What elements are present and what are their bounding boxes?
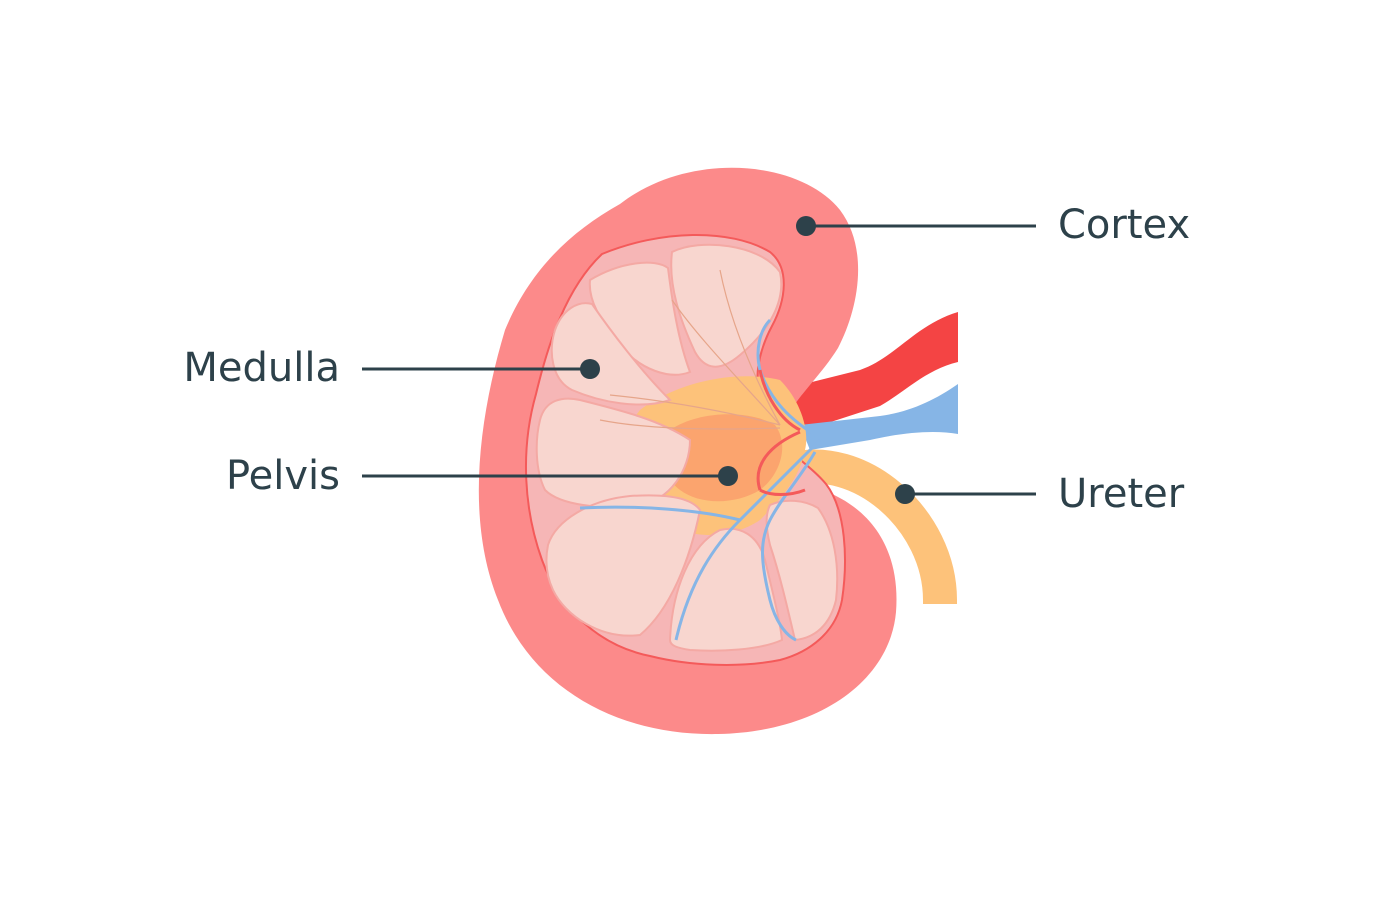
medulla-lobe-4 [535, 397, 692, 508]
pelvis-dot [718, 466, 738, 486]
medulla-lobe-6 [668, 527, 784, 652]
pelvis-core [661, 414, 783, 502]
medulla-label: Medulla [183, 345, 340, 391]
ureter-label: Ureter [1058, 471, 1185, 517]
medulla-lobe-7 [765, 499, 839, 642]
renal-artery [780, 312, 958, 432]
ureter-tube [785, 449, 957, 604]
medulla-lobe-5 [545, 494, 702, 637]
medulla-lobe-3 [550, 302, 672, 406]
leader-lines [362, 224, 1036, 496]
calyx-lines [599, 269, 781, 430]
pelvis-label: Pelvis [225, 453, 340, 499]
medulla-lobe-1 [670, 243, 783, 368]
cortex-label: Cortex [1058, 202, 1191, 248]
artery-branches [756, 369, 806, 496]
medulla-dot [580, 359, 600, 379]
renal-vein [800, 384, 958, 450]
medulla-lobes [535, 243, 839, 652]
ureter-dot [895, 484, 915, 504]
pointer-dots [580, 216, 915, 504]
cortex-dot [796, 216, 816, 236]
